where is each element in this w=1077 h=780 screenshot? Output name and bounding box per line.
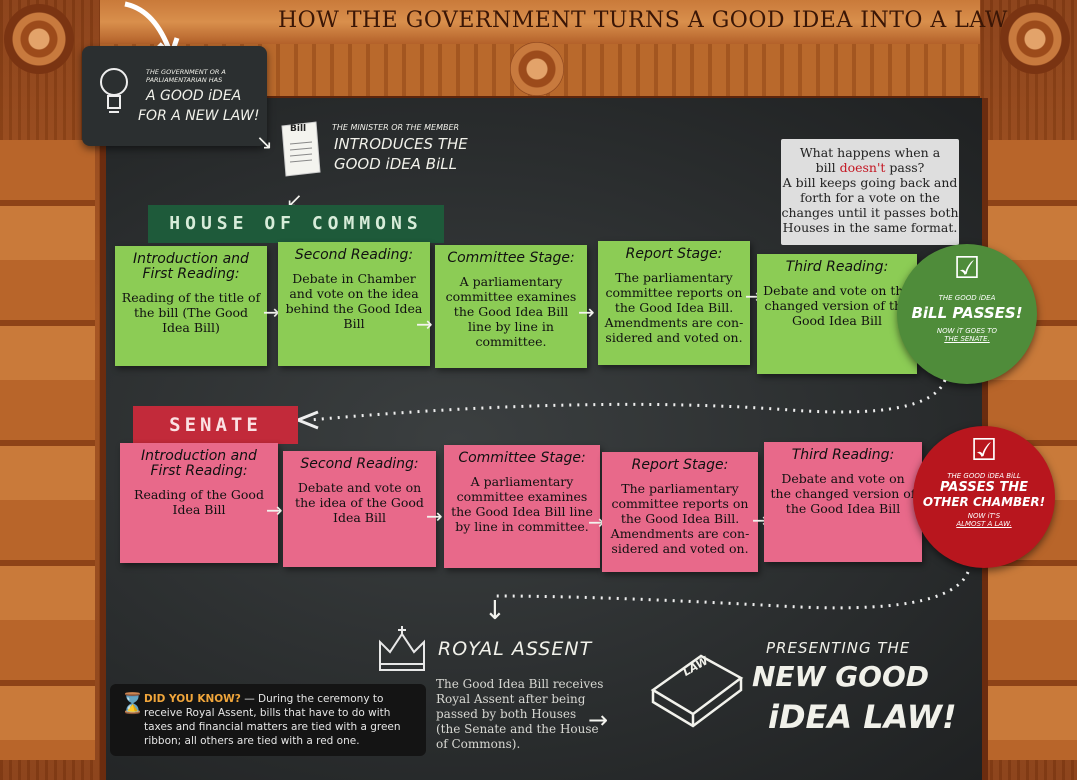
crown-icon	[379, 626, 425, 671]
new-law-line3: iDEA LAW!	[768, 698, 957, 736]
hoc-step-1: Introduction and First Reading: Reading …	[115, 246, 267, 366]
info-line2-neg: doesn't	[839, 160, 886, 175]
rosette-top-left	[4, 4, 74, 74]
senate-step-4-heading: Report Stage:	[631, 457, 729, 473]
senate-passes-main1: PASSES THE	[939, 480, 1029, 495]
senate-label: SENATE	[133, 406, 298, 444]
new-law-line1: PRESENTING THE	[766, 639, 911, 657]
senate-step-4-body: The parliamentary committee reports on t…	[610, 481, 750, 556]
rosette-top-right	[1000, 4, 1070, 74]
law-book-icon	[650, 654, 744, 728]
dotted-connector	[495, 571, 970, 610]
hoc-step-2-heading: Second Reading:	[294, 247, 414, 263]
checkbox-icon: ☑	[970, 433, 998, 468]
arrow-icon: →	[426, 504, 443, 528]
senate-passes-small: THE GOOD iDEA BiLL	[947, 472, 1021, 480]
senate-step-1-heading: Introduction and First Reading:	[141, 448, 257, 479]
senate-step-3: Committee Stage: A parliamentary committ…	[444, 445, 600, 568]
hoc-step-4-body: The parliamentary committee reports on t…	[604, 270, 744, 345]
arrow-icon: →	[416, 312, 433, 336]
hoc-passes-sub1: NOW iT GOES TO	[936, 327, 998, 335]
senate-step-4: Report Stage: The parliamentary committe…	[602, 452, 758, 572]
idea-card-small: THE GOVERNMENT OR A PARLIAMENTARIAN HAS	[146, 68, 226, 84]
arrow-icon: ↘	[256, 130, 273, 154]
introduce-line2: GOOD iDEA BiLL	[334, 155, 457, 173]
hoc-step-1-body: Reading of the title of the bill (The Go…	[121, 290, 261, 335]
senate-passes-sub1: NOW iT'S	[967, 512, 1001, 520]
royal-assent-title: ROYAL ASSENT	[438, 638, 593, 660]
hoc-step-1-heading: Introduction and First Reading:	[133, 251, 249, 282]
info-line1: What happens when a	[799, 145, 941, 160]
new-law-line2: NEW GOOD	[752, 660, 930, 693]
hoc-step-5-heading: Third Reading:	[785, 259, 889, 275]
hoc-step-3: Committee Stage: A parliamentary committ…	[435, 245, 587, 368]
senate-step-5: Third Reading: Debate and vote on the ch…	[764, 442, 922, 562]
dotted-connector	[293, 379, 947, 430]
left-pillar	[0, 140, 95, 760]
hoc-step-4: Report Stage: The parliamentary committe…	[598, 241, 750, 365]
idea-card-line1: A GOOD iDEA	[146, 88, 242, 104]
idea-card-line2: FOR A NEW LAW!	[138, 108, 260, 124]
bill-icon-label: Bill	[290, 124, 307, 134]
did-you-know-label: DID YOU KNOW?	[144, 693, 241, 705]
hoc-passes-small: THE GOOD iDEA	[938, 294, 996, 302]
hoc-step-5: Third Reading: Debate and vote on the ch…	[757, 254, 917, 374]
center-rosette	[510, 42, 564, 96]
info-box: What happens when a bill doesn't pass? A…	[781, 139, 959, 245]
hoc-step-4-heading: Report Stage:	[625, 246, 723, 262]
arrow-icon: →	[588, 510, 605, 534]
arrow-icon: →	[578, 300, 595, 324]
hourglass-icon: ⌛	[120, 691, 145, 715]
good-idea-card: THE GOVERNMENT OR A PARLIAMENTARIAN HAS …	[82, 46, 267, 146]
senate-step-2-heading: Second Reading:	[300, 456, 419, 472]
lightbulb-icon	[100, 68, 128, 113]
introduce-line1: INTRODUCES THE	[334, 135, 468, 153]
hoc-passes-main: BiLL PASSES!	[911, 304, 1023, 322]
down-arrow-icon: ↓	[484, 596, 506, 626]
senate-passes-main2: OTHER CHAMBER!	[922, 495, 1046, 509]
senate-passes-badge: ☑ THE GOOD iDEA BiLL PASSES THE OTHER CH…	[913, 426, 1055, 568]
info-body: A bill keeps going back and forth for a …	[781, 175, 959, 235]
senate-step-2-body: Debate and vote on the idea of the Good …	[295, 480, 424, 525]
arrow-icon: →	[263, 300, 280, 324]
hoc-step-2-body: Debate in Chamber and vote on the idea b…	[285, 271, 423, 331]
hoc-passes-sub2: THE SENATE.	[944, 335, 990, 343]
senate-step-1-body: Reading of the Good Idea Bill	[134, 487, 264, 517]
did-you-know-text: — During the ceremony to receive Royal A…	[144, 693, 401, 747]
hoc-passes-badge: ☑ THE GOOD iDEA BiLL PASSES! NOW iT GOES…	[897, 244, 1037, 384]
info-line2-pre: bill	[815, 160, 840, 175]
senate-step-1: Introduction and First Reading: Reading …	[120, 443, 278, 563]
title-band: HOW THE GOVERNMENT TURNS A GOOD IDEA INT…	[100, 0, 1008, 47]
info-line2-post: pass?	[885, 160, 925, 175]
senate-step-5-body: Debate and vote on the changed version o…	[770, 471, 916, 516]
arrow-icon: →	[266, 498, 283, 522]
senate-step-3-body: A parliamentary committee examines the G…	[451, 474, 593, 534]
checkbox-icon: ☑	[953, 251, 981, 286]
royal-assent-body: The Good Idea Bill receives Royal Assent…	[436, 677, 604, 751]
hoc-step-3-heading: Committee Stage:	[447, 250, 575, 266]
hoc-step-5-body: Debate and vote on the changed version o…	[763, 283, 911, 328]
hoc-step-3-body: A parliamentary committee examines the G…	[445, 274, 577, 349]
senate-step-5-heading: Third Reading:	[791, 447, 895, 463]
did-you-know-box: ⌛ DID YOU KNOW? — During the ceremony to…	[110, 684, 426, 756]
senate-step-3-heading: Committee Stage:	[458, 450, 586, 466]
house-of-commons-label: HOUSE OF COMMONS	[148, 205, 444, 243]
bill-document-icon	[281, 121, 321, 177]
hoc-step-2: Second Reading: Debate in Chamber and vo…	[278, 242, 430, 366]
senate-passes-sub2: ALMOST A LAW.	[956, 520, 1012, 528]
page-title: HOW THE GOVERNMENT TURNS A GOOD IDEA INT…	[278, 8, 1008, 33]
senate-step-2: Second Reading: Debate and vote on the i…	[283, 451, 436, 567]
arrow-icon: →	[588, 706, 609, 734]
introduce-small: THE MINISTER OR THE MEMBER	[332, 123, 460, 132]
